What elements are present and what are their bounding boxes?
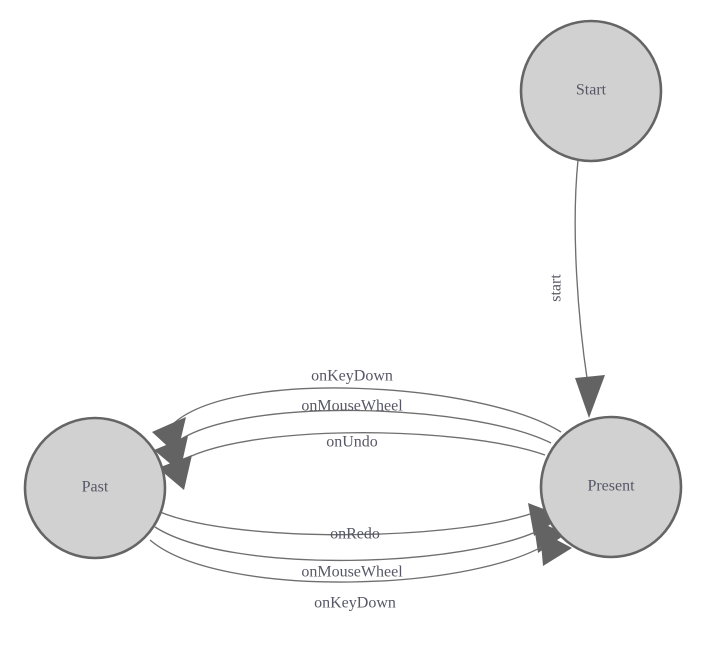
edge-start-to-present-arrowhead: [575, 375, 605, 418]
node-start-circle: [519, 19, 663, 163]
node-present-circle: [539, 415, 683, 559]
edge-label-present-past-onundo: onUndo: [326, 434, 378, 451]
edge-present-to-past-onundo-path: [177, 432, 546, 464]
node-past-circle: [23, 416, 167, 560]
edge-label-past-present-onredo: onRedo: [330, 526, 380, 543]
node-present[interactable]: Present: [539, 415, 683, 559]
edge-start-to-present[interactable]: start: [548, 159, 605, 418]
edge-present-to-past-onkeydown-path: [171, 387, 562, 433]
node-present-label: Present: [587, 478, 635, 495]
edge-label-past-present-onmousewheel: onMouseWheel: [301, 564, 403, 581]
edge-present-to-past-onundo-arrowhead: [158, 455, 192, 490]
edge-label-start: start: [548, 274, 565, 302]
node-past-label: Past: [82, 479, 109, 496]
edge-past-to-present-onmousewheel-path: [154, 526, 547, 562]
edge-label-past-present-onkeydown: onKeyDown: [314, 595, 396, 612]
edge-present-to-past-onmousewheel-path: [173, 409, 552, 445]
node-start-label: Start: [576, 82, 607, 99]
node-start[interactable]: Start: [519, 19, 663, 163]
edge-past-to-present-onredo-path: [159, 509, 542, 536]
edge-past-to-present-onkeydown-arrowhead: [540, 531, 572, 566]
edge-start-to-present-path: [574, 159, 589, 386]
edge-present-to-past-onundo[interactable]: onUndo: [158, 432, 546, 490]
edge-past-to-present-onkeydown[interactable]: onKeyDown: [149, 531, 572, 612]
edge-label-present-past-onkeydown: onKeyDown: [311, 368, 393, 385]
node-past[interactable]: Past: [23, 416, 167, 560]
edge-label-present-past-onmousewheel: onMouseWheel: [301, 398, 403, 415]
edge-past-to-present-onredo[interactable]: onRedo: [159, 503, 562, 543]
edge-past-to-present-onkeydown-path: [149, 539, 554, 583]
